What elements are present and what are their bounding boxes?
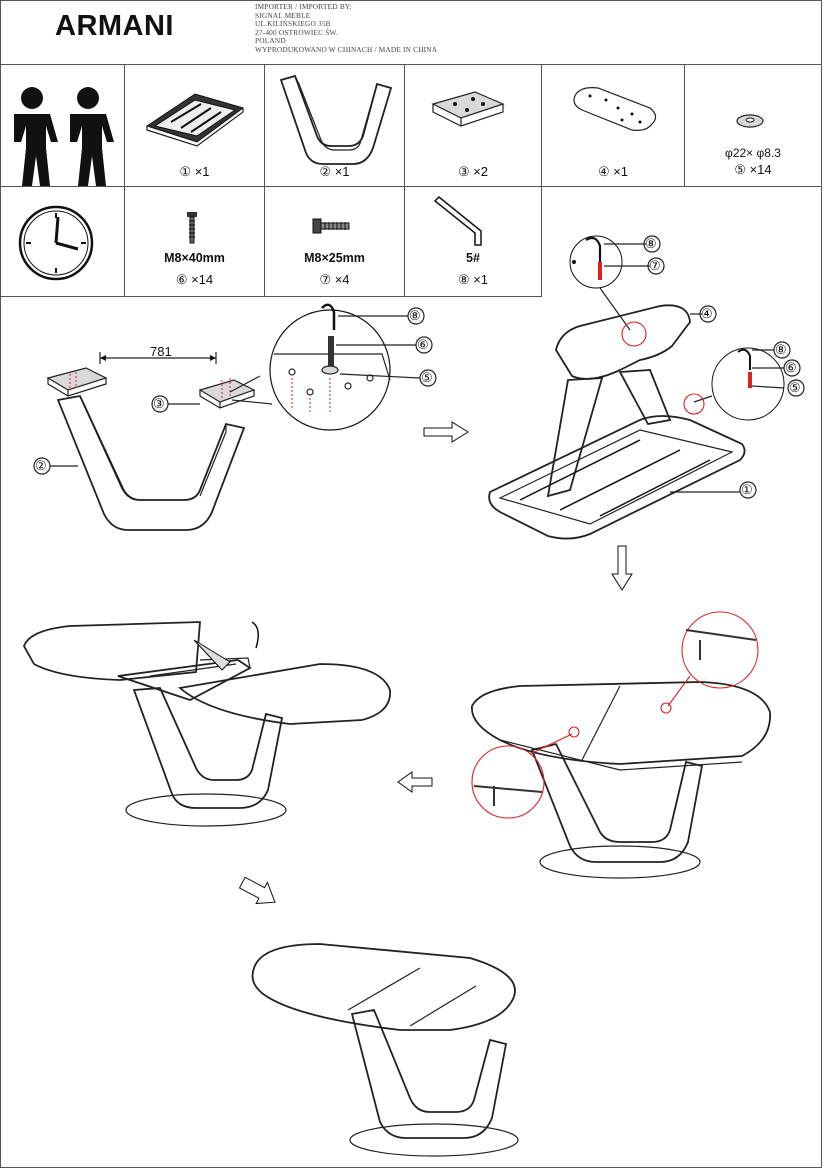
part-1-cell: ① ×1: [125, 64, 265, 187]
header: ARMANI IMPORTER / IMPORTED BY: SIGNAL ME…: [0, 0, 822, 65]
part-2-label: ② ×1: [319, 164, 350, 179]
clock-cell: [0, 187, 125, 297]
two-people-icon: [14, 87, 114, 186]
callout-3: ③: [153, 396, 165, 411]
callout-4: ④: [701, 306, 713, 321]
table-frame-icon: [145, 93, 245, 147]
washer-icon: [736, 114, 764, 128]
bolt-m8x40-icon: [187, 212, 197, 244]
importer-line: POLAND: [255, 36, 286, 46]
allen-key-icon: [433, 195, 482, 246]
mounting-plate-icon: [431, 91, 505, 127]
product-title: ARMANI: [55, 10, 174, 42]
part-5-label: ⑤ ×14: [734, 162, 772, 177]
importer-line: SIGNAL MEBLE: [255, 10, 311, 20]
part-7-cell: M8×25mm ⑦ ×4: [265, 187, 405, 297]
part-5-spec: φ22× φ8.3: [725, 146, 781, 160]
callout-6: ⑥: [417, 337, 429, 352]
part-6-label: ⑥ ×14: [175, 272, 214, 287]
importer-line: WYPRODUKOWANO W CHINACH / MADE IN CHINA: [255, 44, 438, 54]
callout-1: ①: [741, 482, 753, 497]
u-leg-icon: [279, 74, 393, 165]
part-3-cell: ③ ×2: [405, 64, 542, 187]
dimension-label: 781: [150, 344, 172, 359]
clock-icon: [18, 205, 94, 281]
importer-line: 27-400 OSTROWIEC ŚW.: [255, 27, 338, 37]
part-5-cell: φ22× φ8.3 ⑤ ×14: [685, 64, 822, 187]
part-1-label: ① ×1: [179, 164, 210, 179]
callout-5-right: ⑤: [789, 380, 801, 395]
importer-line: UL.KILIŃSKIEGO 35B: [255, 19, 331, 29]
part-8-cell: 5# ⑧ ×1: [405, 187, 542, 297]
part-8-spec: 5#: [466, 251, 480, 265]
part-4-cell: ④ ×1: [542, 64, 685, 187]
part-6-spec: M8×40mm: [164, 251, 225, 265]
callout-8: ⑧: [409, 308, 421, 323]
callout-8-top: ⑧: [645, 236, 657, 251]
importer-block: IMPORTER / IMPORTED BY: SIGNAL MEBLE UL.…: [255, 2, 438, 55]
callout-5: ⑤: [421, 370, 433, 385]
callout-6-right: ⑥: [785, 360, 797, 375]
callout-8-right: ⑧: [775, 342, 787, 357]
callout-2: ②: [35, 458, 47, 473]
part-7-label: ⑦ ×4: [319, 272, 350, 287]
part-3-label: ③ ×2: [457, 164, 489, 179]
top-plate-icon: [573, 87, 657, 131]
people-cell: [0, 64, 125, 187]
part-7-spec: M8×25mm: [304, 251, 365, 265]
part-6-cell: M8×40mm ⑥ ×14: [125, 187, 265, 297]
part-4-label: ④ ×1: [597, 164, 629, 179]
importer-line: IMPORTER / IMPORTED BY:: [255, 2, 352, 11]
part-8-label: ⑧ ×1: [457, 272, 489, 287]
part-2-cell: ② ×1: [265, 64, 405, 187]
bolt-m8x25-icon: [312, 218, 350, 234]
callout-7: ⑦: [649, 258, 661, 273]
